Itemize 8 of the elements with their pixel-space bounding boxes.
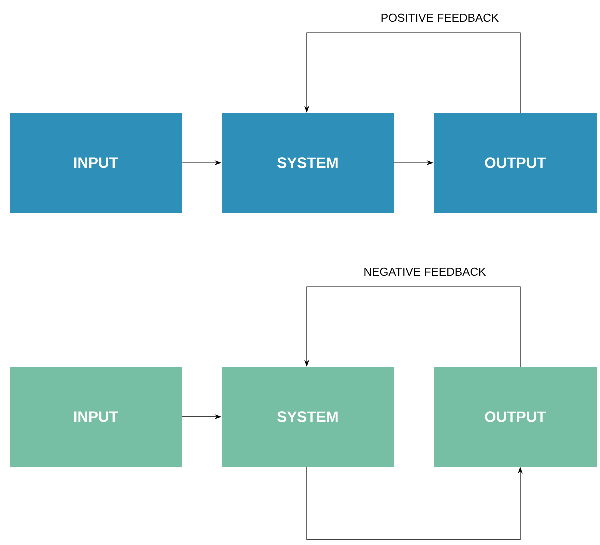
process-box: OUTPUT [434,366,597,467]
process-box: INPUT [10,366,182,467]
edge-label: POSITIVE FEEDBACK [380,12,500,24]
process-box: SYSTEM [222,113,394,213]
process-box: SYSTEM [222,366,394,467]
edge-label: NEGATIVE FEEDBACK [362,266,488,278]
process-box: OUTPUT [434,113,597,213]
process-box: INPUT [10,113,182,213]
